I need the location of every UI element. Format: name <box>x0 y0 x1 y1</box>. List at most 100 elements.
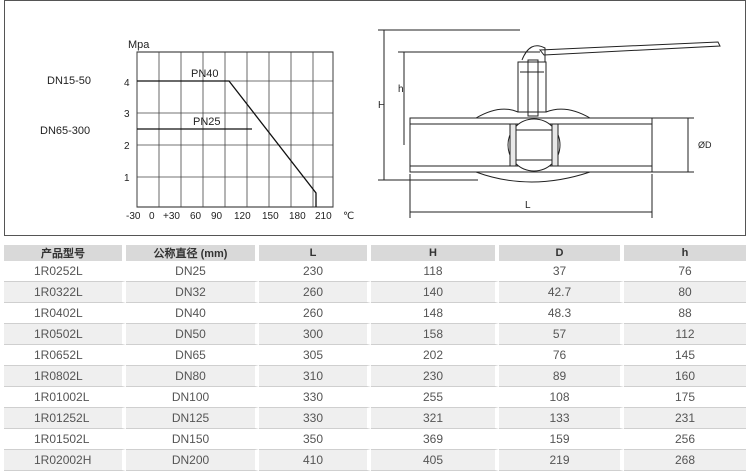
table-cell: 159 <box>499 429 624 450</box>
table-cell: 76 <box>624 261 746 282</box>
table-cell: DN25 <box>126 261 259 282</box>
y-tick-1: 1 <box>124 173 130 184</box>
table-cell: 260 <box>259 303 371 324</box>
seat-right <box>551 123 559 167</box>
y-unit-label: Mpa <box>128 39 150 51</box>
figure-frame <box>4 0 746 236</box>
x-tick-0: 0 <box>149 211 155 222</box>
table-cell: 1R0802L <box>4 366 126 387</box>
valve-ball <box>507 118 561 172</box>
table-cell: 1R0252L <box>4 261 126 282</box>
x-tick-60: 60 <box>190 211 202 222</box>
table-cell: 202 <box>371 345 499 366</box>
x-tick-210: 210 <box>315 211 332 222</box>
table-cell: 148 <box>371 303 499 324</box>
table-cell: DN100 <box>126 387 259 408</box>
seat-left <box>509 123 517 167</box>
body-top-arc <box>475 108 591 119</box>
dim-h-label: h <box>398 84 404 95</box>
y-tick-3: 3 <box>124 109 130 120</box>
table-header-row: 产品型号 公称直径 (mm) L H D h <box>4 245 746 261</box>
valve-stem-housing <box>517 61 547 113</box>
x-tick-n30: -30 <box>126 211 141 222</box>
x-unit-label: ℃ <box>343 211 354 222</box>
valve-handle-lever <box>538 41 721 56</box>
table-cell: 230 <box>371 366 499 387</box>
table-cell: 80 <box>624 282 746 303</box>
valve-drawing <box>378 29 721 218</box>
table-cell: 1R01002L <box>4 387 126 408</box>
table-cell: 145 <box>624 345 746 366</box>
table-cell: DN50 <box>126 324 259 345</box>
technical-figure: DN15-50 DN65-300 Mpa 4 3 2 1 -30 0 +30 6… <box>4 0 746 236</box>
table-cell: 112 <box>624 324 746 345</box>
table-cell: 76 <box>499 345 624 366</box>
table-cell: 330 <box>259 387 371 408</box>
table-cell: DN32 <box>126 282 259 303</box>
pn25-label: PN25 <box>193 116 221 128</box>
dim-L-label: L <box>525 200 531 211</box>
table-cell: 158 <box>371 324 499 345</box>
label-dn15-50: DN15-50 <box>47 75 91 87</box>
header-nominal-diameter: 公称直径 (mm) <box>126 245 259 261</box>
header-H: H <box>371 245 499 261</box>
header-model: 产品型号 <box>4 245 126 261</box>
table-cell: 410 <box>259 450 371 471</box>
x-tick-150: 150 <box>262 211 279 222</box>
body-bottom-arc <box>475 171 591 183</box>
table-cell: DN80 <box>126 366 259 387</box>
table-cell: 230 <box>259 261 371 282</box>
table-cell: 231 <box>624 408 746 429</box>
table-cell: 256 <box>624 429 746 450</box>
table-cell: DN200 <box>126 450 259 471</box>
table-cell: 140 <box>371 282 499 303</box>
pn40-label: PN40 <box>191 68 219 80</box>
table-cell: 1R0322L <box>4 282 126 303</box>
header-h: h <box>624 245 746 261</box>
table-cell: 330 <box>259 408 371 429</box>
y-tick-2: 2 <box>124 141 130 152</box>
y-tick-labels: 4 3 2 1 <box>124 78 130 184</box>
table-cell: 175 <box>624 387 746 408</box>
table-cell: 37 <box>499 261 624 282</box>
dim-D-label: ØD <box>698 140 712 150</box>
table-cell: 133 <box>499 408 624 429</box>
table-cell: 1R01502L <box>4 429 126 450</box>
table-cell: 1R0502L <box>4 324 126 345</box>
pressure-temperature-chart: 4 3 2 1 -30 0 +30 60 90 120 150 180 210 … <box>124 51 354 222</box>
table-cell: 48.3 <box>499 303 624 324</box>
x-tick-180: 180 <box>289 211 306 222</box>
table-cell: 255 <box>371 387 499 408</box>
y-tick-4: 4 <box>124 78 130 89</box>
handle-cap <box>521 45 546 62</box>
table-cell: 160 <box>624 366 746 387</box>
table-cell: 305 <box>259 345 371 366</box>
valve-stem <box>527 59 539 117</box>
table-cell: 89 <box>499 366 624 387</box>
table-cell: 268 <box>624 450 746 471</box>
table-cell: 310 <box>259 366 371 387</box>
x-tick-labels: -30 0 +30 60 90 120 150 180 210 ℃ <box>126 211 354 222</box>
table-cell: 88 <box>624 303 746 324</box>
header-D: D <box>499 245 624 261</box>
dim-H-label: H <box>378 100 385 111</box>
table-cell: DN65 <box>126 345 259 366</box>
table-cell: DN150 <box>126 429 259 450</box>
table-cell: 321 <box>371 408 499 429</box>
table-cell: 1R0652L <box>4 345 126 366</box>
table-cell: 1R02002H <box>4 450 126 471</box>
table-cell: 260 <box>259 282 371 303</box>
x-tick-30: +30 <box>163 211 180 222</box>
